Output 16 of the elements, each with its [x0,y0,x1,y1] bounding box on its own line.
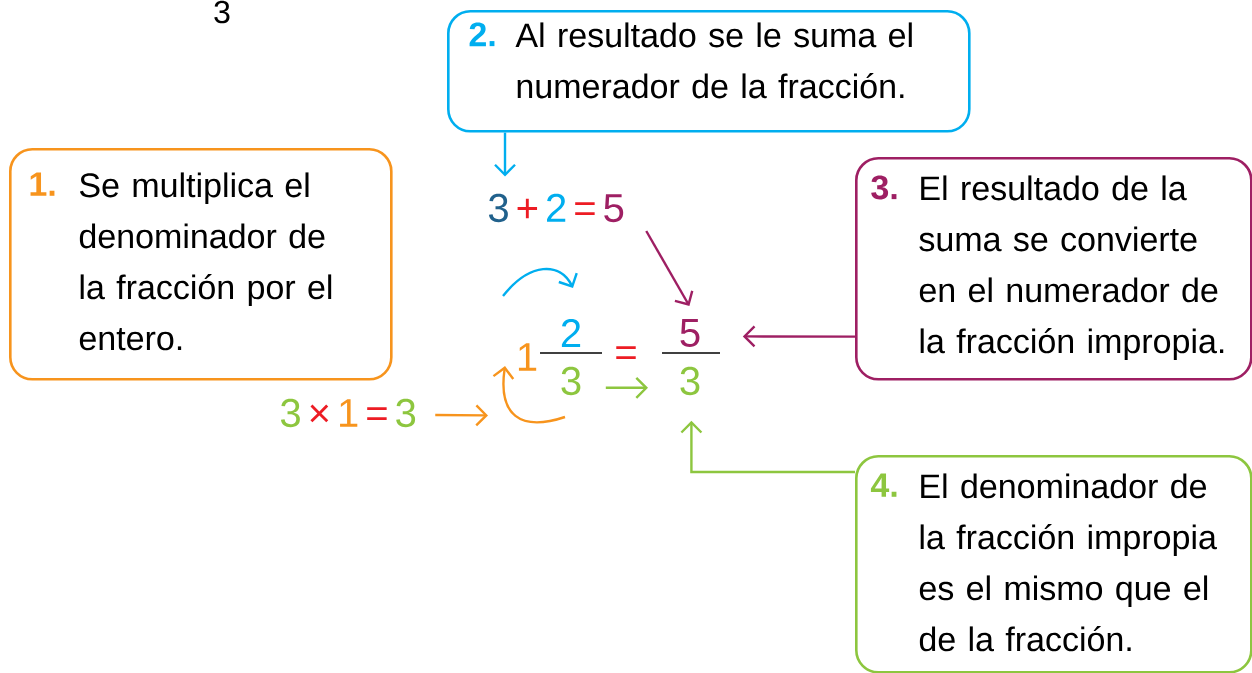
mixed-number: 1 2 3 [518,319,603,396]
product-equation: 3 × 1 = 3 [280,398,416,428]
sum-equation: 3 + 2 = 5 [488,193,624,223]
equals-sign: = [616,346,636,360]
arrow [494,132,516,177]
callout-box: 3. El resultado de la suma se convierte en el numerador de la fracción impropia. [855,157,1252,381]
number-text: 3 [214,0,230,24]
fraction: 5 3 [661,319,721,396]
arrow [605,376,648,399]
arrow [680,420,855,474]
callout-box: 2. Al resultado se le suma el numerador de la fracción. [447,10,971,133]
arrow [645,230,694,306]
arrow [435,404,488,427]
callout-box: 1. Se multiplica el denominador de la fracción por el entero. [9,148,393,381]
callout-box: 4. El denominador de la fracción impropia es el mismo que el de la fracción. [855,455,1252,673]
arrow [742,325,855,348]
